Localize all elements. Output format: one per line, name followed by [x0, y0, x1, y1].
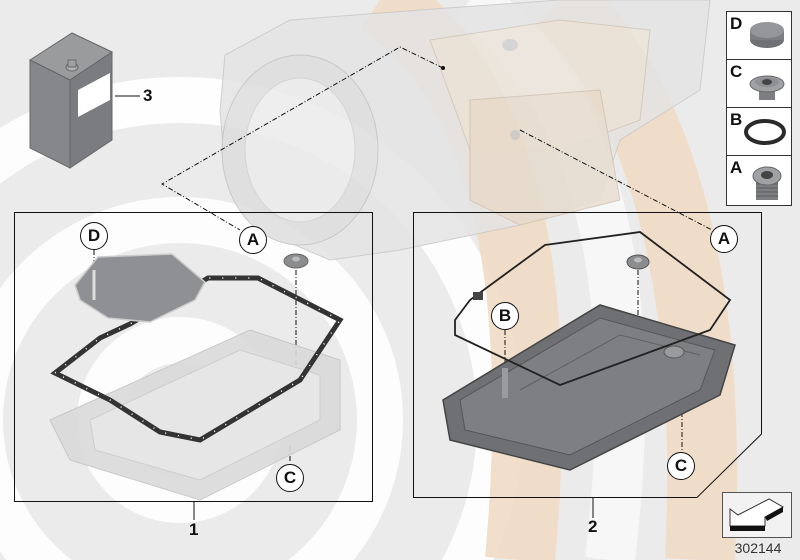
- callout-c-group-2: C: [667, 452, 695, 480]
- view-direction-icon-box[interactable]: [722, 492, 792, 538]
- item-number-1: 1: [189, 520, 199, 539]
- legend-item-d: D: [727, 12, 791, 60]
- arrow-down-left-icon: [729, 498, 785, 531]
- item-number-3: 3: [143, 86, 153, 105]
- callout-d: D: [80, 222, 108, 250]
- legend-item-a: A: [727, 156, 791, 205]
- legend-letter: A: [730, 158, 743, 177]
- callout-a-group-2: A: [710, 225, 738, 253]
- image-number: 302144: [734, 540, 782, 556]
- callout-label: C: [674, 456, 688, 475]
- callout-label: A: [717, 229, 731, 248]
- cap-plug-icon: [750, 22, 784, 48]
- legend-item-b: B: [727, 108, 791, 156]
- group-1-frame: [14, 212, 373, 502]
- legend-item-c: C: [727, 60, 791, 108]
- item-number-2: 2: [588, 517, 598, 536]
- drain-plug-icon: [749, 75, 785, 100]
- callout-c-group-1: C: [276, 464, 304, 492]
- o-ring-icon: [744, 119, 786, 145]
- callout-a-group-1: A: [239, 226, 267, 254]
- legend-letter: C: [730, 62, 743, 81]
- callout-label: C: [283, 468, 297, 487]
- callout-label: D: [87, 226, 101, 245]
- legend-letter: B: [730, 110, 743, 129]
- callout-label: B: [498, 306, 512, 325]
- group-2-frame: [413, 212, 762, 498]
- callout-label: A: [246, 230, 260, 249]
- callout-b: B: [491, 302, 519, 330]
- screw-plug-icon: [752, 166, 782, 200]
- legend-letter: D: [730, 14, 743, 33]
- parts-legend: D C B A: [726, 11, 792, 206]
